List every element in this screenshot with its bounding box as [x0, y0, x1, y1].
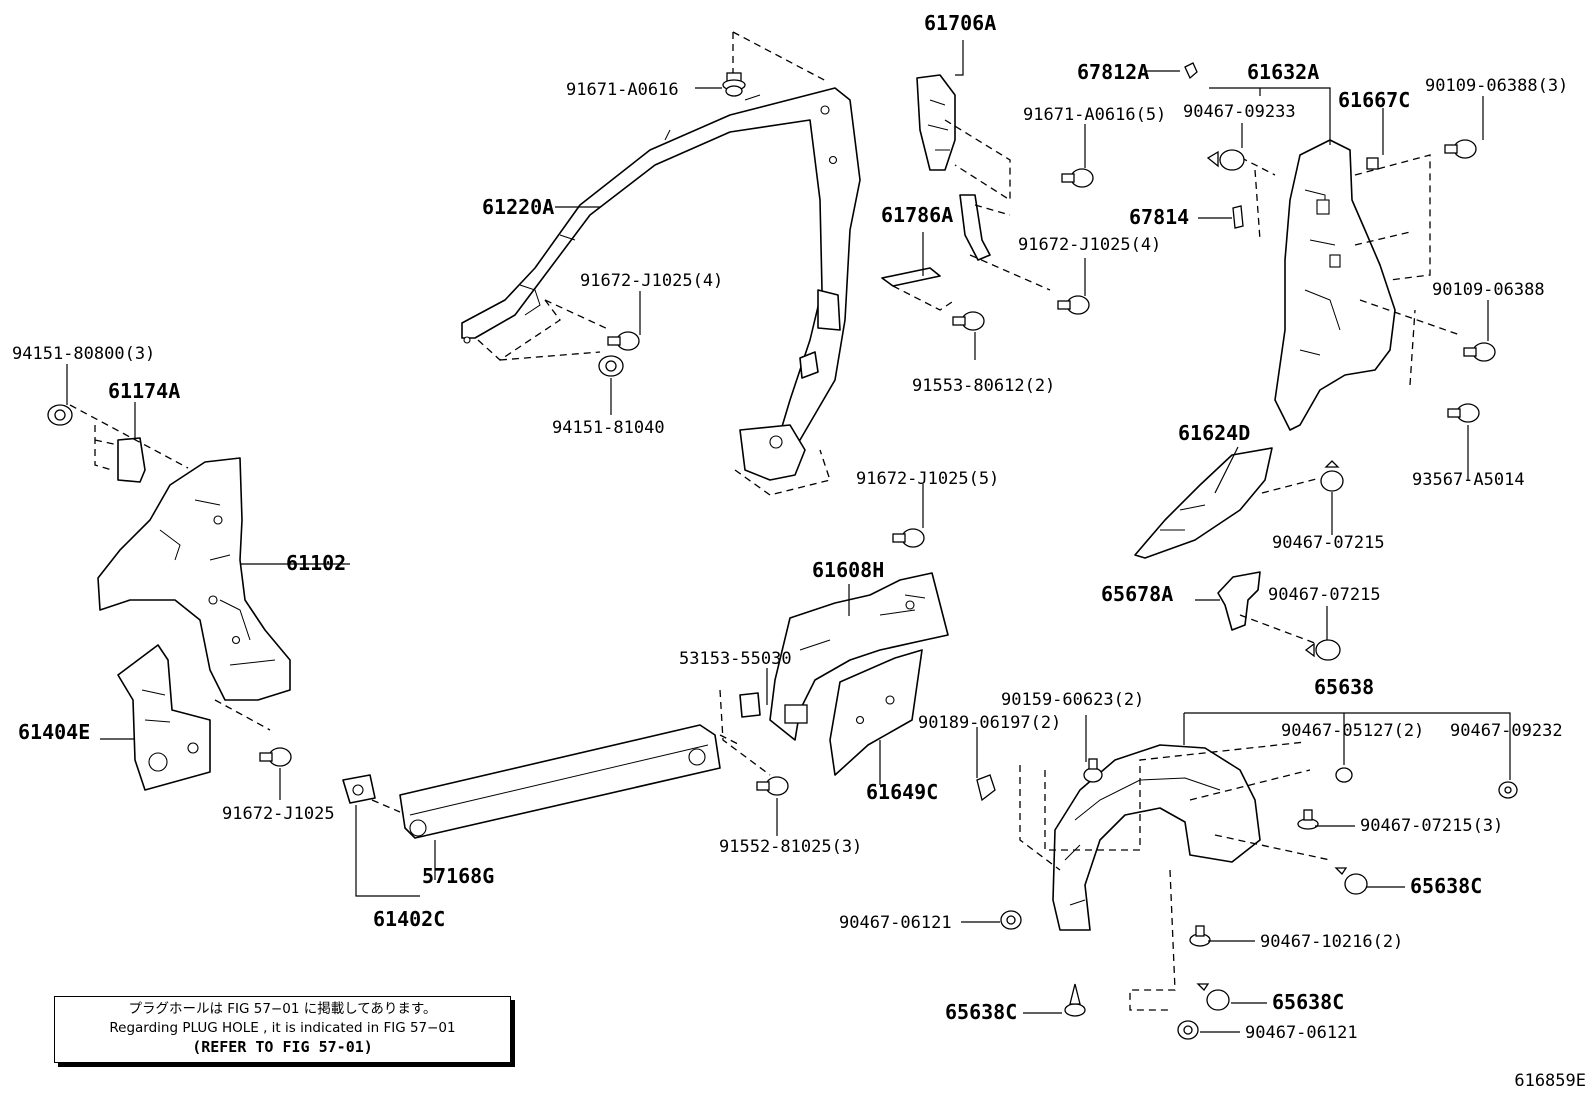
- label-90467-10216-2: 90467-10216(2): [1260, 932, 1403, 952]
- label-90467-05127-2: 90467-05127(2): [1281, 721, 1424, 741]
- label-90467-09232: 90467-09232: [1450, 721, 1563, 741]
- label-67812A: 67812A: [1077, 60, 1149, 84]
- label-91672-J1025-5: 91672-J1025(5): [856, 469, 999, 489]
- label-91672-J1025-4a: 91672-J1025(4): [580, 271, 723, 291]
- label-90467-06121-a: 90467-06121: [839, 913, 952, 933]
- fasteners: [47, 62, 1518, 1040]
- clip-67814: [1232, 205, 1244, 229]
- label-94151-80800-3: 94151-80800(3): [12, 344, 155, 364]
- part-61706A-bracket: [916, 74, 1051, 291]
- label-61404E: 61404E: [18, 720, 90, 744]
- label-65638C-b: 65638C: [1272, 990, 1344, 1014]
- label-65678A: 65678A: [1101, 582, 1173, 606]
- part-65678A-duct: [1217, 571, 1321, 646]
- label-90467-06121-b: 90467-06121: [1245, 1023, 1358, 1043]
- label-65638C-c: 65638C: [945, 1000, 1017, 1024]
- note-line-refer: (REFER TO FIG 57-01): [192, 1038, 373, 1056]
- label-91672-J1025: 91672-J1025: [222, 804, 335, 824]
- label-90467-07215-3: 90467-07215(3): [1360, 816, 1503, 836]
- label-61102: 61102: [286, 551, 346, 575]
- label-90467-07215-b: 90467-07215: [1268, 585, 1381, 605]
- leader-lines: [66, 40, 1511, 1033]
- note-line-japanese: プラグホールは FIG 57−01 に掲載してあります。: [128, 1001, 437, 1017]
- part-61649C-brace: [829, 649, 923, 776]
- label-90109-06388-3: 90109-06388(3): [1425, 76, 1568, 96]
- label-65638: 65638: [1314, 675, 1374, 699]
- part-labels: 61706A 67812A 61632A 91671-A0616 90467-0…: [12, 11, 1568, 1043]
- label-91671-A0616-5: 91671-A0616(5): [1023, 105, 1166, 125]
- part-61624D-extension: [1134, 447, 1321, 559]
- label-61624D: 61624D: [1178, 421, 1250, 445]
- label-61649C: 61649C: [866, 780, 938, 804]
- part-61608H-wheelhouse: [769, 572, 949, 741]
- label-61608H: 61608H: [812, 558, 884, 582]
- label-57168G: 57168G: [422, 864, 494, 888]
- part-61220A-roof-rail: [461, 31, 861, 496]
- figure-code: 616859E: [1514, 1071, 1586, 1091]
- label-90467-07215-a: 90467-07215: [1272, 533, 1385, 553]
- part-57168G-rocker: [342, 689, 771, 839]
- clip-67812A: [1184, 62, 1198, 80]
- part-61786A-bracket: [881, 267, 956, 311]
- label-91553-80612-2: 91553-80612(2): [912, 376, 1055, 396]
- label-61706A: 61706A: [924, 11, 996, 35]
- part-61102-front-pillar: [69, 404, 291, 731]
- part-61404E-panel: [117, 644, 211, 791]
- label-90159-60623-2: 90159-60623(2): [1001, 690, 1144, 710]
- label-90109-06388: 90109-06388: [1432, 280, 1545, 300]
- plug-hole-note: プラグホールは FIG 57−01 に掲載してあります。 Regarding P…: [54, 996, 511, 1063]
- label-53153-55030: 53153-55030: [679, 649, 792, 669]
- label-61786A: 61786A: [881, 203, 953, 227]
- note-line-english: Regarding PLUG HOLE , it is indicated in…: [109, 1020, 456, 1036]
- label-90467-09233: 90467-09233: [1183, 102, 1296, 122]
- label-90189-06197-2: 90189-06197(2): [918, 713, 1061, 733]
- label-91671-A0616: 91671-A0616: [566, 80, 679, 100]
- label-91552-81025-3: 91552-81025(3): [719, 837, 862, 857]
- label-93567-A5014: 93567-A5014: [1412, 470, 1525, 490]
- label-94151-81040: 94151-81040: [552, 418, 665, 438]
- label-61632A: 61632A: [1247, 60, 1319, 84]
- part-61632A-quarter-inner: [1229, 139, 1461, 431]
- label-61402C: 61402C: [373, 907, 445, 931]
- label-67814: 67814: [1129, 205, 1189, 229]
- label-65638C-a: 65638C: [1410, 874, 1482, 898]
- label-91672-J1025-4b: 91672-J1025(4): [1018, 235, 1161, 255]
- label-61174A: 61174A: [108, 379, 180, 403]
- label-61220A: 61220A: [482, 195, 554, 219]
- part-65638-wheel-liner: [1019, 741, 1331, 1011]
- label-61667C: 61667C: [1338, 88, 1410, 112]
